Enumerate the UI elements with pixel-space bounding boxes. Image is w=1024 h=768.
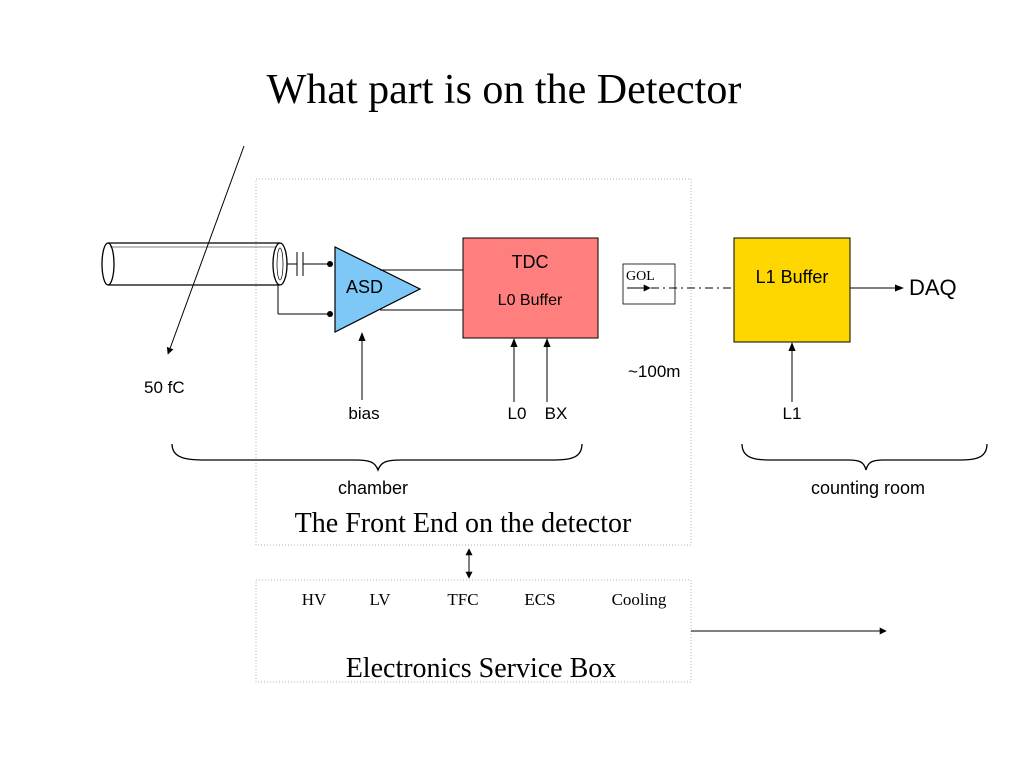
service-item-cooling: Cooling: [612, 590, 667, 609]
counting-room-label: counting room: [811, 478, 925, 498]
asd-amplifier: [334, 246, 422, 333]
service-item-hv: HV: [302, 590, 327, 609]
front-end-frame: [255, 178, 692, 546]
l1-buffer-label: L1 Buffer: [756, 267, 829, 287]
daq-label: DAQ: [909, 275, 957, 300]
l0-label: L0: [508, 404, 527, 423]
l1-buffer-block: [733, 237, 851, 343]
drift-tube: [101, 242, 288, 286]
service-box-label: Electronics Service Box: [346, 653, 617, 684]
service-item-tfc: TFC: [447, 590, 478, 609]
service-item-ecs: ECS: [524, 590, 555, 609]
charge-label: 50 fC: [144, 378, 185, 397]
asd-input-pin-top: [327, 261, 333, 267]
tdc-title: TDC: [512, 252, 549, 272]
asd-to-tdc-wires: [380, 269, 463, 311]
input-wiring: [277, 252, 329, 315]
gol-block: [622, 263, 676, 305]
gol-label: GOL: [626, 269, 655, 284]
chamber-label: chamber: [338, 478, 408, 498]
asd-label: ASD: [346, 277, 383, 297]
tdc-block: [462, 237, 599, 339]
asd-input-pin-bottom: [327, 311, 333, 317]
front-end-label: The Front End on the detector: [295, 508, 632, 539]
bias-label: bias: [348, 404, 379, 423]
l1-label: L1: [783, 404, 802, 423]
link-length-label: ~100m: [628, 362, 680, 381]
service-item-lv: LV: [369, 590, 391, 609]
slide-title: What part is on the Detector: [267, 67, 742, 113]
counting-room-brace: [741, 443, 988, 471]
particle-track-arrow: [166, 145, 245, 355]
bx-label: BX: [545, 404, 568, 423]
chamber-brace: [171, 443, 583, 472]
tdc-subtitle: L0 Buffer: [498, 292, 563, 309]
